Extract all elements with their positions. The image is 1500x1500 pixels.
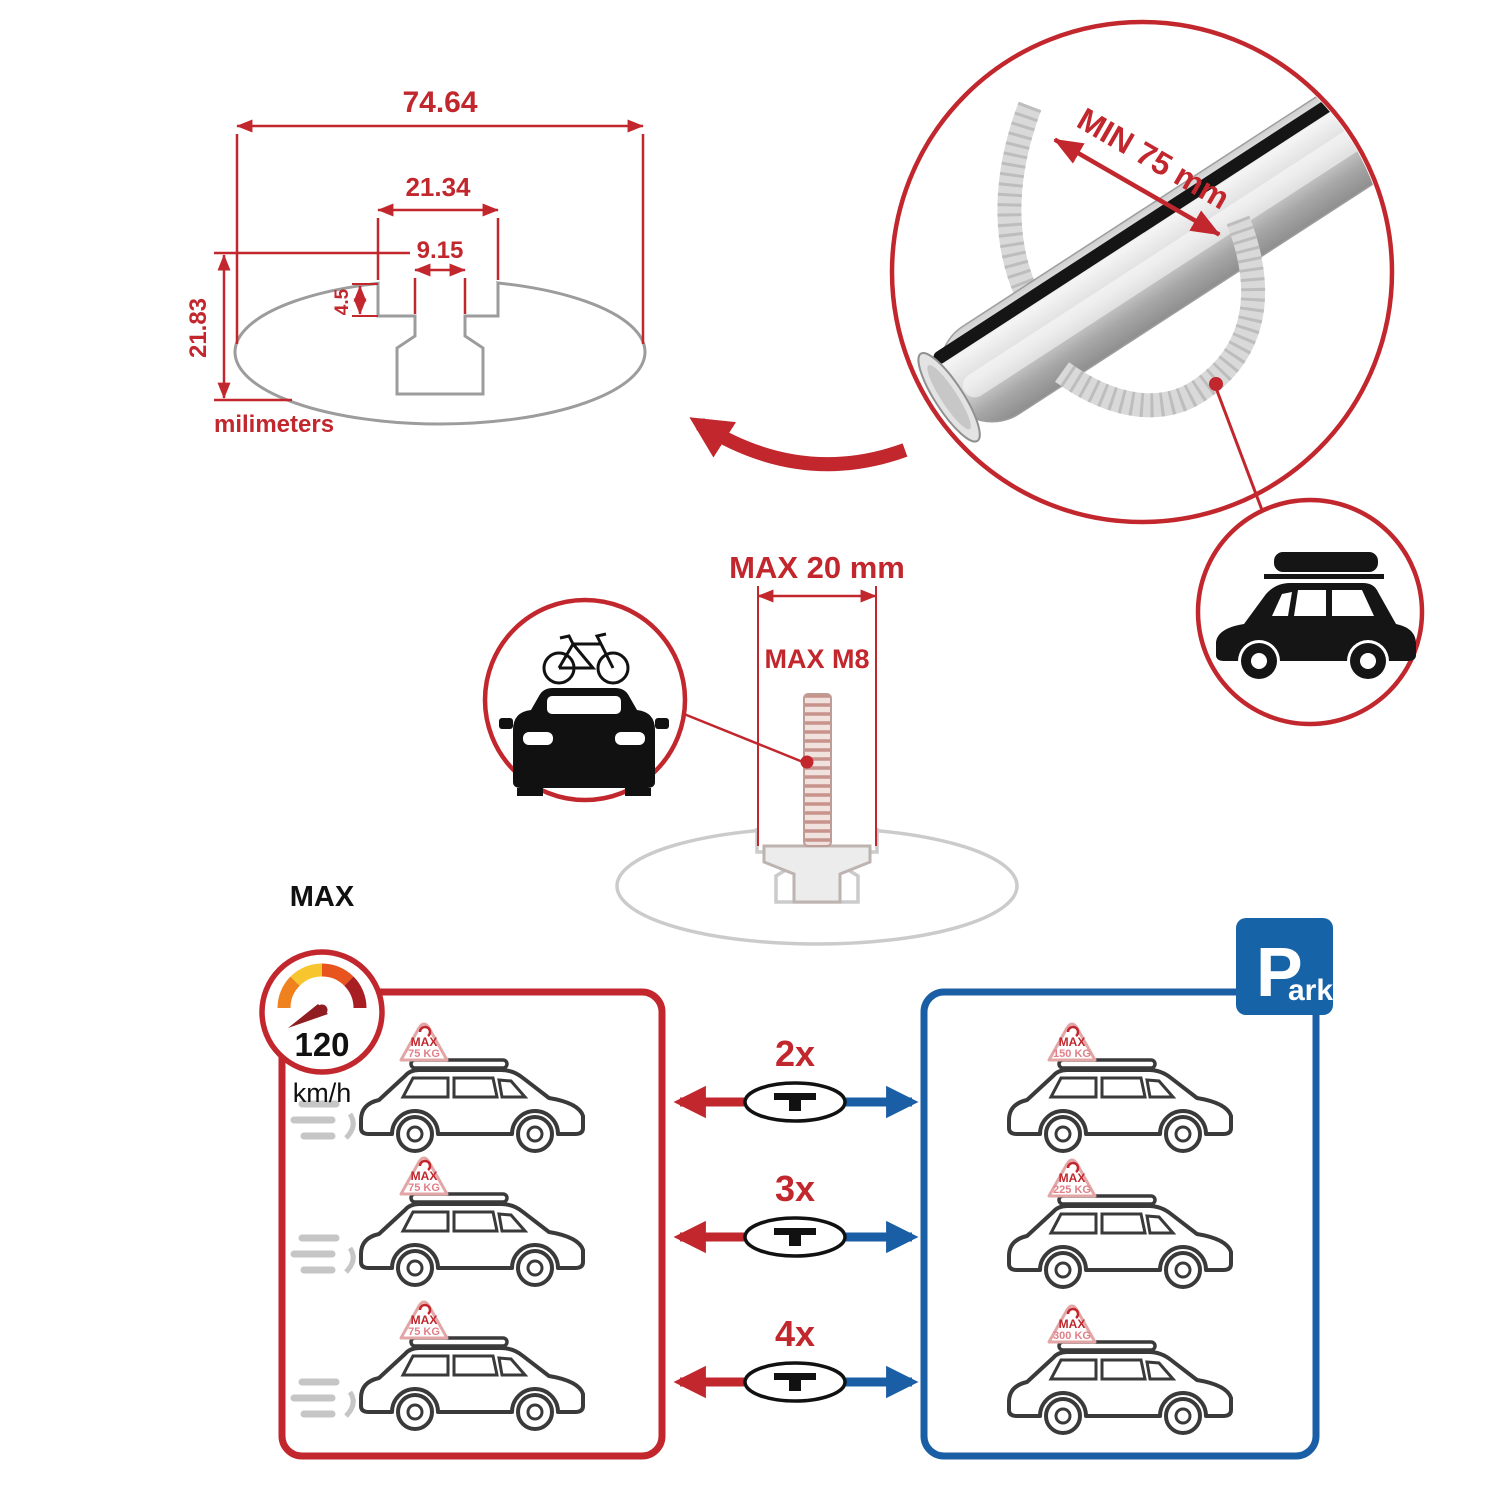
- bolt-point-dot: [800, 755, 814, 769]
- suv-with-roofbox-illustration: [1216, 552, 1416, 679]
- windshield: [547, 696, 621, 714]
- load-sign-max: MAX: [411, 1313, 438, 1327]
- headlight-left: [523, 732, 553, 745]
- dim-label-74-64: 74.64: [402, 86, 477, 119]
- tbolt-diagram: MAX 20 mm MAX M8: [615, 550, 1019, 946]
- max-speed-label: MAX: [290, 881, 355, 913]
- detail-pointer-arrow-icon: [689, 417, 908, 472]
- multiplier-3x: 3x: [775, 1168, 815, 1209]
- bar-count-column: 2x 3x 4x: [673, 1033, 919, 1403]
- load-sign-max: MAX: [1059, 1035, 1086, 1049]
- load-sign-max: MAX: [411, 1169, 438, 1183]
- driving-panel: MAX 75 KG MAX 75 KG MAX 75 KG: [278, 988, 666, 1460]
- min-span-arrow-icon: [1053, 137, 1221, 237]
- park-sign-tile: [1236, 918, 1333, 1015]
- speed-limit-gauge: MAX 120 km/h: [259, 881, 385, 1108]
- load-sign-value: 75 KG: [408, 1182, 440, 1194]
- multiplier-4x: 4x: [775, 1313, 815, 1354]
- headlight-right: [615, 732, 645, 745]
- multiplier-2x: 2x: [775, 1033, 815, 1074]
- park-letter: P: [1256, 933, 1303, 1011]
- cross-section-diagram: 74.64 21.34 9.15 4.5 21.83 milimeters: [185, 86, 647, 438]
- dim-label-21-83: 21.83: [185, 298, 212, 358]
- load-sign-value: 75 KG: [408, 1048, 440, 1060]
- parking-panel: MAX 150 KG MAX 225 KG MAX 300 KG P ark: [920, 918, 1333, 1460]
- aluminium-bar-render: [917, 63, 1389, 443]
- load-sign-value: 225 KG: [1053, 1184, 1091, 1196]
- load-sign-max: MAX: [1059, 1171, 1086, 1185]
- park-rest: ark: [1288, 974, 1333, 1007]
- roofbox-car-badge: [1195, 497, 1425, 727]
- dim-label-9-15: 9.15: [417, 237, 464, 264]
- load-sign-max: MAX: [1059, 1317, 1086, 1331]
- car-front-body: [513, 688, 655, 788]
- leader-to-bolt: [683, 712, 804, 764]
- speed-value: 120: [294, 1026, 349, 1063]
- clamp-front-arm: [1054, 215, 1266, 418]
- units-label: milimeters: [214, 411, 334, 438]
- t-adapter-block: [762, 844, 872, 904]
- clamp-point-dot: [1209, 377, 1223, 391]
- load-sign-max: MAX: [411, 1035, 438, 1049]
- bike-car-badge: [482, 597, 688, 803]
- bike-icon: [542, 632, 630, 685]
- leader-to-car-badge: [1214, 387, 1264, 511]
- dim-label-21-34: 21.34: [405, 172, 471, 202]
- load-sign-value: 300 KG: [1053, 1330, 1091, 1342]
- max-width-label: MAX 20 mm: [729, 550, 905, 585]
- speed-unit-label: km/h: [293, 1078, 352, 1108]
- detail-circle-outline: [889, 19, 1395, 525]
- t-slot-channel-outline: [376, 282, 500, 396]
- max-thread-label: MAX M8: [764, 644, 869, 674]
- dim-label-4-5: 4.5: [332, 288, 353, 315]
- park-sign: P ark: [1236, 918, 1333, 1015]
- load-sign-value: 150 KG: [1053, 1048, 1091, 1060]
- load-sign-value: 75 KG: [408, 1326, 440, 1338]
- car-front-with-bike-illustration: [499, 632, 669, 796]
- roofbox-icon: [1274, 552, 1378, 572]
- gauge-arc-segments: [277, 963, 367, 1009]
- threaded-bolt: [803, 693, 832, 847]
- crossbar-detail-circle: MIN 75 mm: [889, 19, 1395, 525]
